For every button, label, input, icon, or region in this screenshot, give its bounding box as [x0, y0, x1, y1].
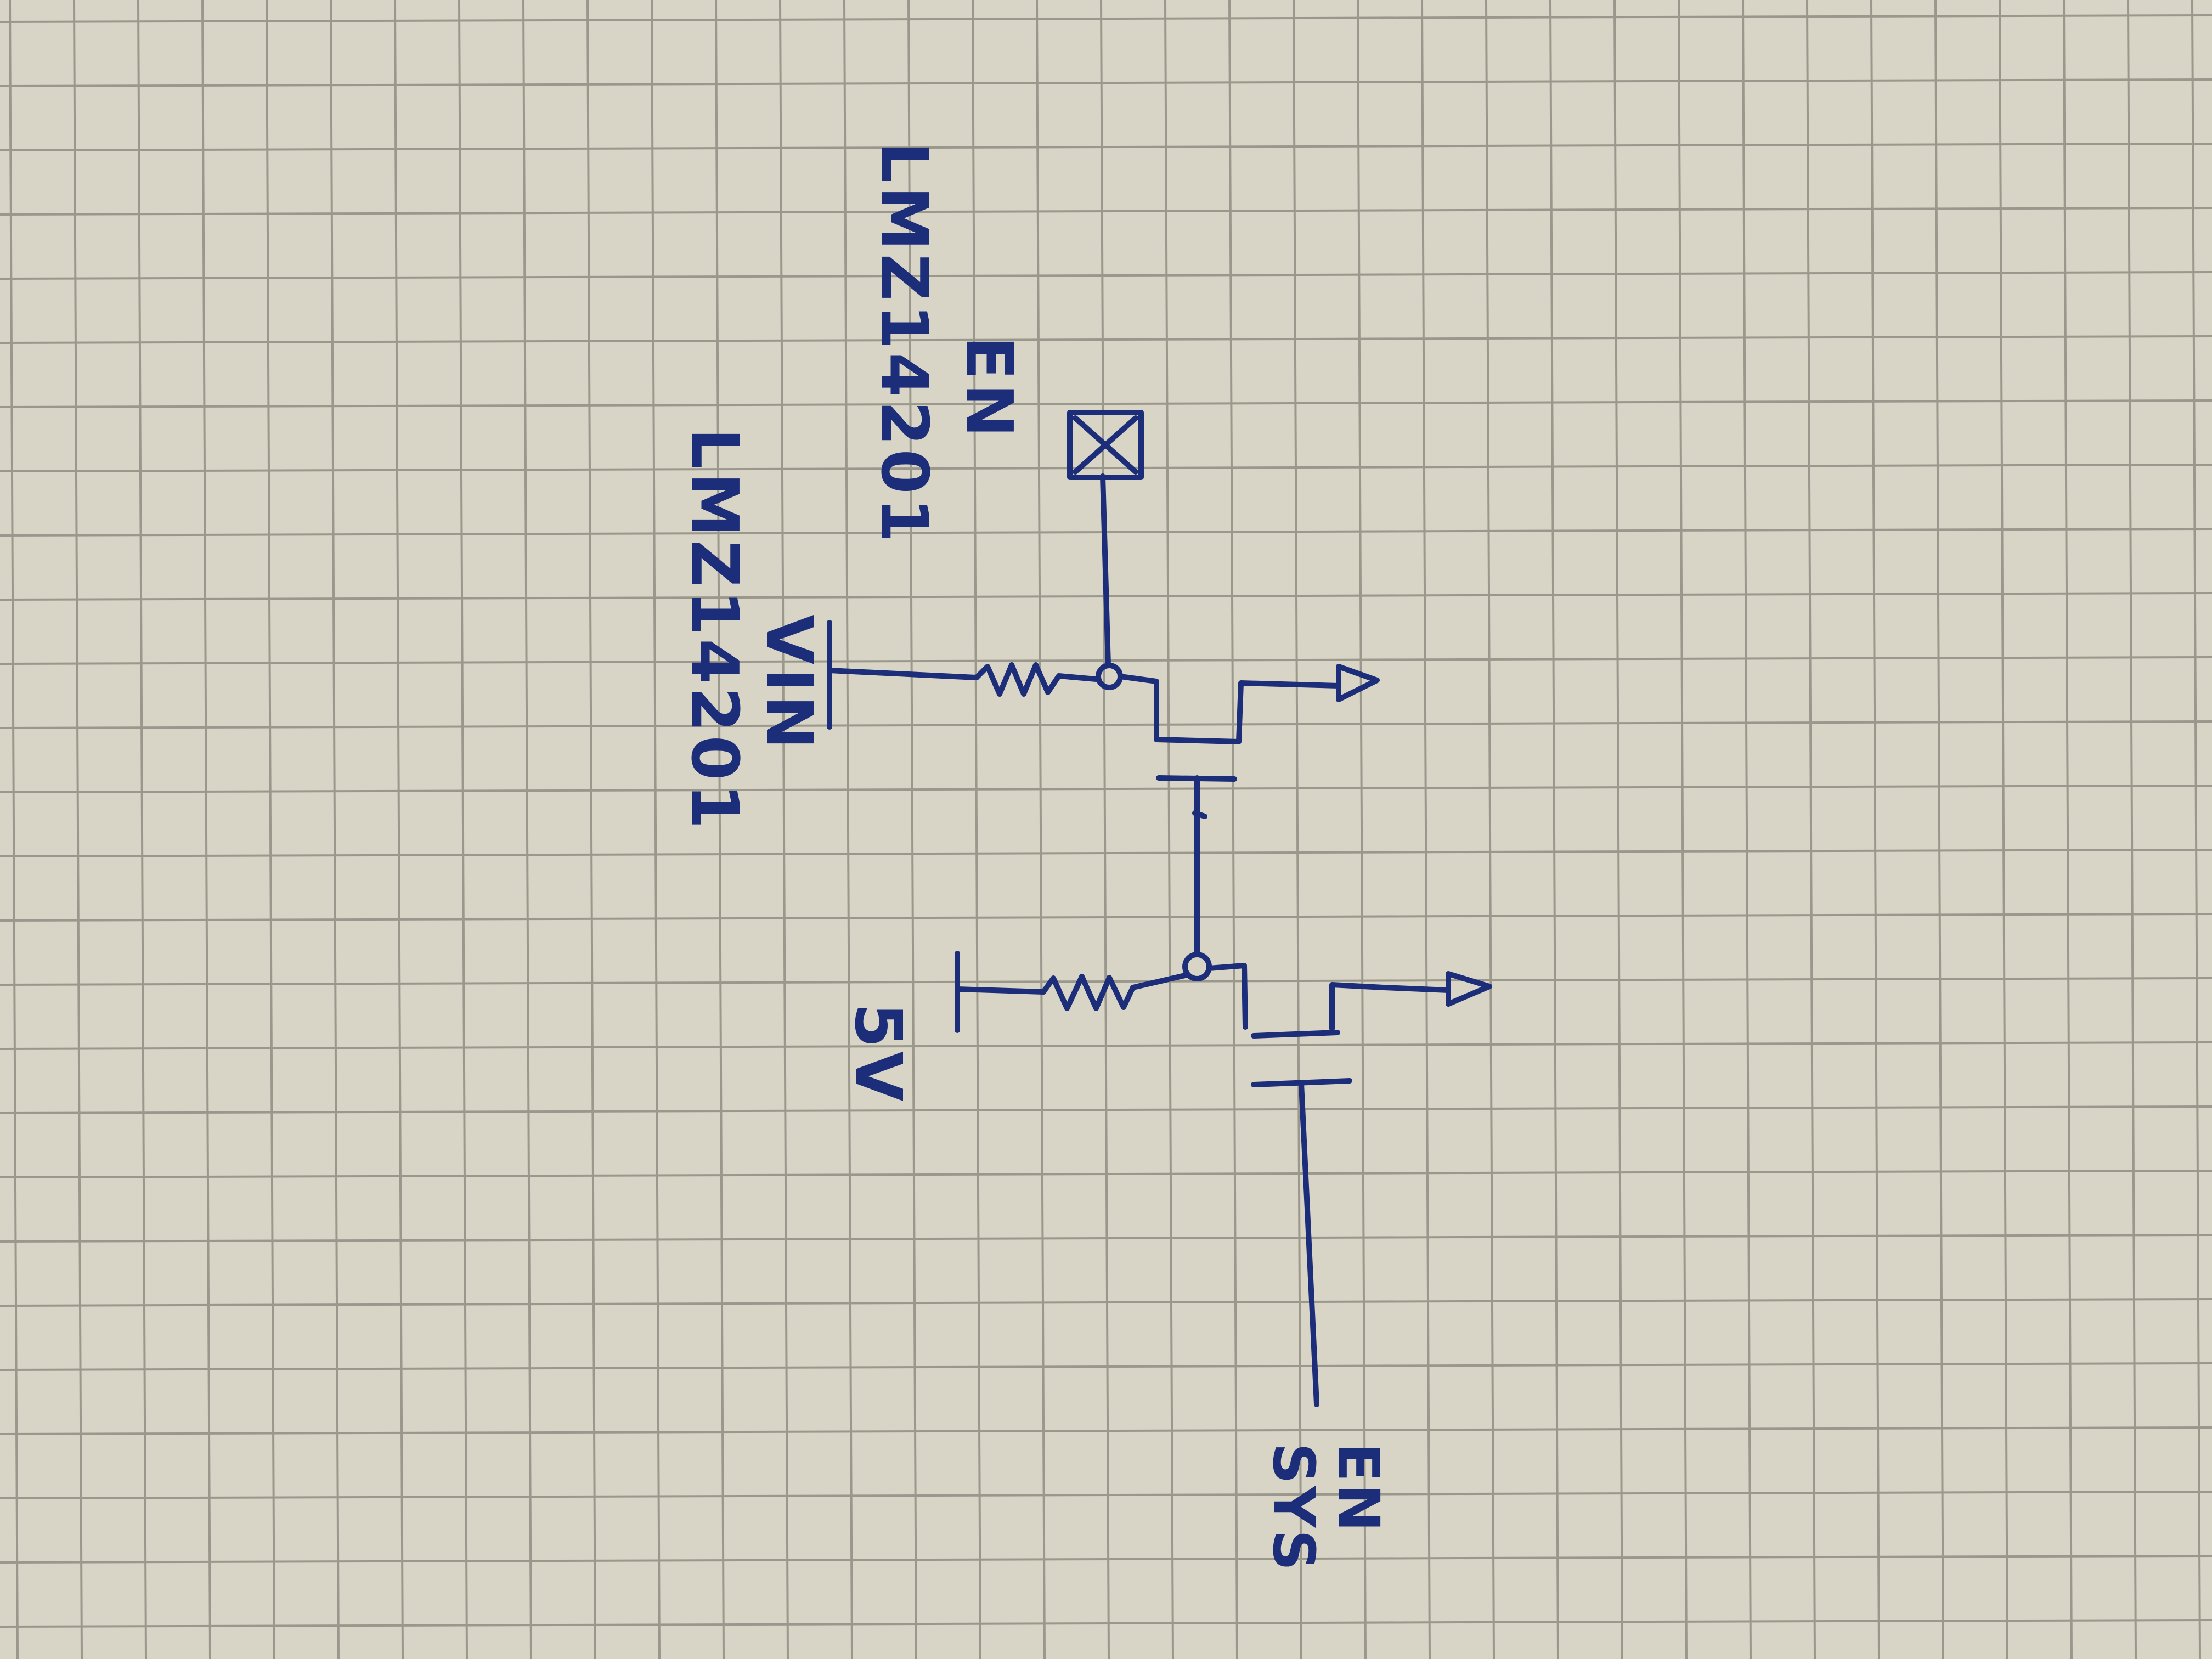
grid-line-vertical — [330, 0, 340, 1659]
grid-line-vertical — [1357, 0, 1367, 1659]
grid-line-horizontal — [0, 1041, 2212, 1050]
grid-line-vertical — [1549, 0, 1559, 1659]
grid-line-horizontal — [0, 1362, 2212, 1371]
transistor-lower — [1251, 982, 1451, 1407]
grid-line-vertical — [2063, 0, 2073, 1659]
grid-line-horizontal — [0, 78, 2212, 87]
grid-line-vertical — [1421, 0, 1431, 1659]
grid-line-horizontal — [0, 720, 2212, 729]
sys-en-label-line2: EN — [1325, 1443, 1392, 1534]
transistor-upper — [1156, 775, 1237, 955]
grid-line-vertical — [1164, 0, 1174, 1659]
grid-line-vertical — [1293, 0, 1302, 1659]
en-net-label: EN — [951, 336, 1027, 441]
vin-part-number-label: LMZ14201 — [677, 428, 753, 832]
grid-line-horizontal — [0, 1234, 2212, 1243]
grid-line-horizontal — [0, 464, 2212, 472]
grid-line-horizontal — [0, 849, 2212, 857]
grid-line-horizontal — [0, 785, 2212, 793]
vin-supply-symbol — [827, 620, 979, 730]
resistor-5v — [1041, 973, 1188, 1011]
sys-en-label-line1: SYS — [1260, 1443, 1327, 1573]
ground-arrow-lower — [1446, 971, 1492, 1007]
grid-line-horizontal — [0, 335, 2212, 344]
grid-line-vertical — [2127, 0, 2137, 1659]
grid-line-vertical — [1228, 0, 1238, 1659]
grid-line-vertical — [1934, 0, 1944, 1659]
grid-line-vertical — [9, 0, 19, 1659]
grid-line-vertical — [1613, 0, 1623, 1659]
en-part-number-label: LMZ14201 — [867, 142, 943, 546]
grid-line-horizontal — [0, 271, 2212, 280]
grid-line-horizontal — [0, 399, 2212, 408]
grid-line-horizontal — [0, 143, 2212, 151]
node-lower — [1182, 952, 1248, 1030]
no-connect-marker — [1067, 410, 1144, 480]
grid-line-horizontal — [0, 14, 2212, 23]
circuit-drawing: LMZ14201 VIN LMZ14201 EN 5V SYS EN — [677, 142, 1492, 1573]
grid-line-vertical — [266, 0, 275, 1659]
5v-supply-symbol — [955, 951, 1046, 1033]
grid-line-horizontal — [0, 1170, 2212, 1178]
grid-line-vertical — [2191, 0, 2201, 1659]
ground-arrow-upper — [1336, 664, 1380, 702]
grid-line-vertical — [1806, 0, 1816, 1659]
grid-line-vertical — [1485, 0, 1495, 1659]
grid-line-horizontal — [0, 1426, 2212, 1435]
grid-line-horizontal — [0, 1491, 2212, 1499]
grid-line-vertical — [137, 0, 147, 1659]
resistor-vin — [974, 662, 1099, 697]
grid-line-horizontal — [0, 1555, 2212, 1564]
vin-net-label: VIN — [752, 614, 827, 753]
grid-line-vertical — [1678, 0, 1688, 1659]
grid-line-horizontal — [0, 1105, 2212, 1114]
grid-line-vertical — [1742, 0, 1752, 1659]
grid-line-horizontal — [0, 207, 2212, 216]
grid-line-vertical — [1999, 0, 2008, 1659]
en-no-connect-wire — [1100, 473, 1111, 668]
5v-supply-label: 5V — [840, 1003, 916, 1104]
grid-line-horizontal — [0, 1619, 2212, 1628]
grid-line-horizontal — [0, 1298, 2212, 1307]
grid-line-vertical — [73, 0, 83, 1659]
grid-line-vertical — [1870, 0, 1880, 1659]
grid-line-horizontal — [0, 913, 2212, 922]
grid-line-vertical — [201, 0, 211, 1659]
